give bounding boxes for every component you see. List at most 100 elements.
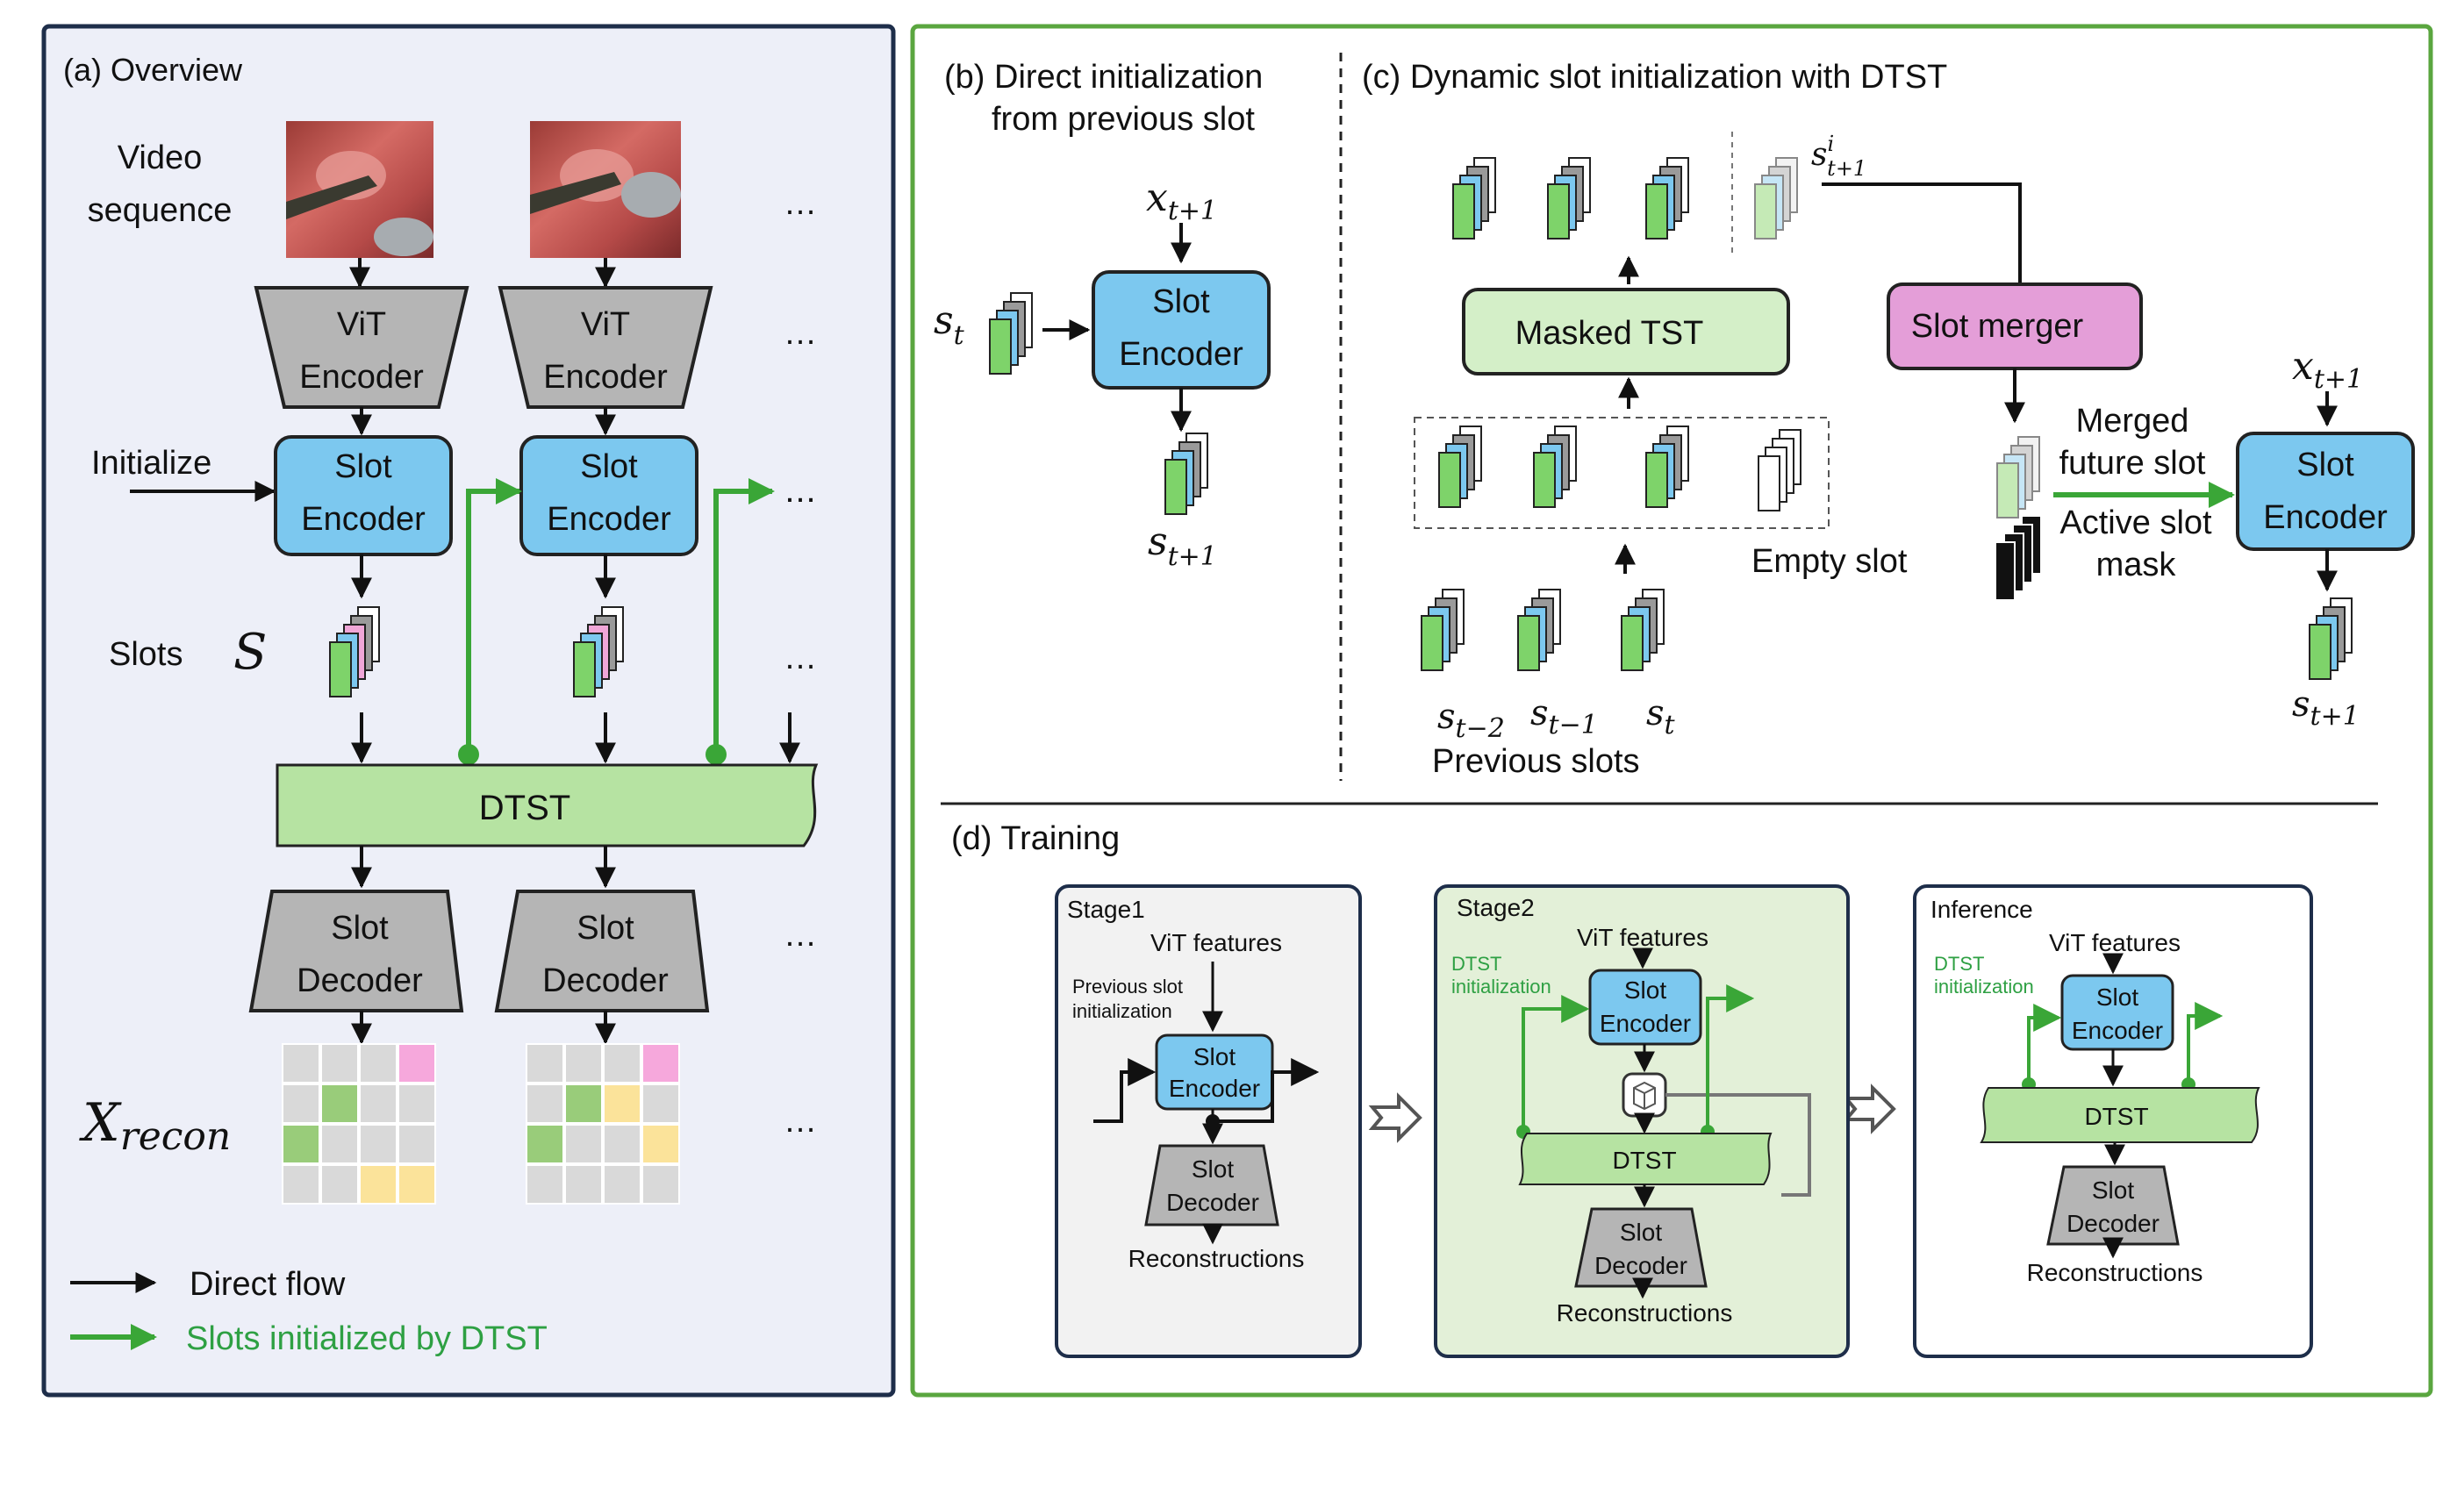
slot-card	[1452, 183, 1475, 240]
slot-card	[1621, 615, 1644, 671]
c-previous-slot-stacks	[1421, 589, 1665, 671]
svg-text:ViT features: ViT features	[1577, 924, 1708, 951]
svg-text:Slot: Slot	[1192, 1155, 1234, 1183]
panel-right: (b) Direct initialization from previous …	[910, 24, 2433, 1398]
stage2-slot-decoder	[1574, 1207, 1708, 1288]
panel-a-overview: (a) Overview Video sequence … ViT Encode…	[41, 24, 896, 1398]
ellipsis-row5: …	[784, 917, 817, 954]
recon-cell	[641, 1164, 680, 1205]
slot-encoder-2: Slot Encoder	[519, 435, 698, 556]
slot-card	[1533, 452, 1556, 508]
svg-text:Decoder: Decoder	[297, 962, 423, 999]
svg-text:DTST: DTST	[1934, 953, 1984, 975]
c-slot-encoder: Slot Encoder	[2236, 432, 2415, 551]
ellipsis-row3: …	[784, 473, 817, 510]
recon-cell	[603, 1083, 641, 1124]
b-slot-stack-out	[1164, 433, 1208, 515]
ellipsis-row2: …	[784, 315, 817, 352]
svg-text:Inference: Inference	[1930, 896, 2033, 923]
slot-stack-1	[329, 606, 380, 697]
recon-cell	[359, 1083, 398, 1124]
svg-text:Slot: Slot	[577, 910, 634, 947]
initialize-label: Initialize	[91, 445, 211, 482]
svg-text:Encoder: Encoder	[547, 501, 671, 538]
recon-cell	[282, 1164, 320, 1205]
stage2-dtst-bar	[1518, 1133, 1773, 1185]
ellipsis-row1: …	[784, 185, 817, 222]
c-input-slots-dashed	[1414, 417, 1830, 529]
svg-text:Slot: Slot	[1193, 1043, 1236, 1070]
svg-text:ViT: ViT	[337, 306, 386, 343]
ellipsis-row6: …	[784, 1103, 817, 1140]
svg-text:Masked TST: Masked TST	[1515, 315, 1704, 352]
stage1-box: Stage1 ViT features Previous slot initia…	[1055, 884, 1362, 1358]
svg-text:Stage1: Stage1	[1067, 896, 1145, 923]
svg-text:ViT features: ViT features	[2049, 929, 2181, 956]
video-label-line2: sequence	[88, 192, 233, 229]
recon-cell	[398, 1083, 436, 1124]
c-future-slot-stack	[1754, 157, 1798, 240]
merged-label-2: future slot	[2059, 445, 2206, 482]
inference-slot-decoder	[2046, 1165, 2180, 1246]
stage-arrow-1-icon	[1368, 1092, 1422, 1143]
recon-cell	[603, 1124, 641, 1164]
svg-text:Slot: Slot	[1620, 1219, 1662, 1246]
svg-text:Encoder: Encoder	[301, 501, 426, 538]
recon-cell	[359, 1164, 398, 1205]
svg-text:initialization: initialization	[1072, 1000, 1172, 1022]
svg-text:Reconstructions: Reconstructions	[1557, 1299, 1733, 1327]
panel-b-title-1: (b) Direct initialization	[944, 59, 1263, 96]
panel-d-title: (d) Training	[951, 820, 1120, 857]
svg-text:Decoder: Decoder	[1594, 1252, 1687, 1279]
masked-tst-box: Masked TST	[1462, 288, 1790, 375]
slot-card	[1645, 183, 1668, 240]
empty-slot-label: Empty slot	[1751, 543, 1908, 580]
s-t-minus-1: st−1	[1530, 693, 1598, 740]
slot-card	[1421, 615, 1443, 671]
svg-text:Decoder: Decoder	[1166, 1189, 1259, 1216]
recon-cell	[603, 1043, 641, 1083]
inference-slot-encoder	[2060, 974, 2174, 1051]
green-init-arrow-1	[458, 478, 522, 765]
slot-decoder-2: Slot Decoder	[494, 890, 710, 1012]
svg-text:ViT: ViT	[581, 306, 630, 343]
recon-cell	[641, 1124, 680, 1164]
recon-cell	[282, 1043, 320, 1083]
svg-text:DTST: DTST	[2084, 1103, 2148, 1130]
slot-merger-box: Slot merger	[1887, 282, 2143, 370]
dtst-bar: DTST	[276, 763, 819, 847]
svg-text:Slot merger: Slot merger	[1911, 308, 2084, 345]
svg-text:Stage2: Stage2	[1457, 894, 1535, 921]
legend-direct-text: Direct flow	[190, 1266, 346, 1303]
b-x-input: xt+1	[1146, 175, 1217, 226]
merged-label-1: Merged	[2076, 403, 2189, 440]
svg-text:Slot: Slot	[1624, 976, 1666, 1004]
recon-cell	[641, 1083, 680, 1124]
recon-cell	[398, 1164, 436, 1205]
b-slot-encoder: Slot Encoder	[1092, 270, 1271, 390]
slots-symbol: S	[233, 624, 267, 681]
legend-dtst-text: Slots initialized by DTST	[186, 1320, 548, 1357]
svg-text:Reconstructions: Reconstructions	[1128, 1245, 1305, 1272]
recon-grid-1	[282, 1043, 436, 1205]
panel-b-title-2: from previous slot	[992, 101, 1255, 138]
c-s-out: st+1	[2292, 684, 2360, 732]
recon-cell	[526, 1043, 564, 1083]
recon-cell	[359, 1124, 398, 1164]
s-t-minus-2: st−2	[1437, 697, 1505, 744]
recon-cell	[641, 1043, 680, 1083]
b-s-in: st	[934, 298, 965, 351]
slot-card	[1438, 452, 1461, 508]
svg-text:initialization: initialization	[1934, 976, 2034, 998]
s-t: st	[1646, 693, 1676, 740]
ellipsis-green: …	[784, 473, 817, 510]
svg-text:Encoder: Encoder	[299, 359, 424, 396]
recon-cell	[398, 1043, 436, 1083]
slot-card	[1517, 615, 1540, 671]
svg-text:Slot: Slot	[331, 910, 389, 947]
svg-text:DTST: DTST	[1612, 1147, 1676, 1174]
slot-encoder-1: Slot Encoder	[274, 435, 453, 556]
svg-text:Encoder: Encoder	[1119, 336, 1243, 373]
